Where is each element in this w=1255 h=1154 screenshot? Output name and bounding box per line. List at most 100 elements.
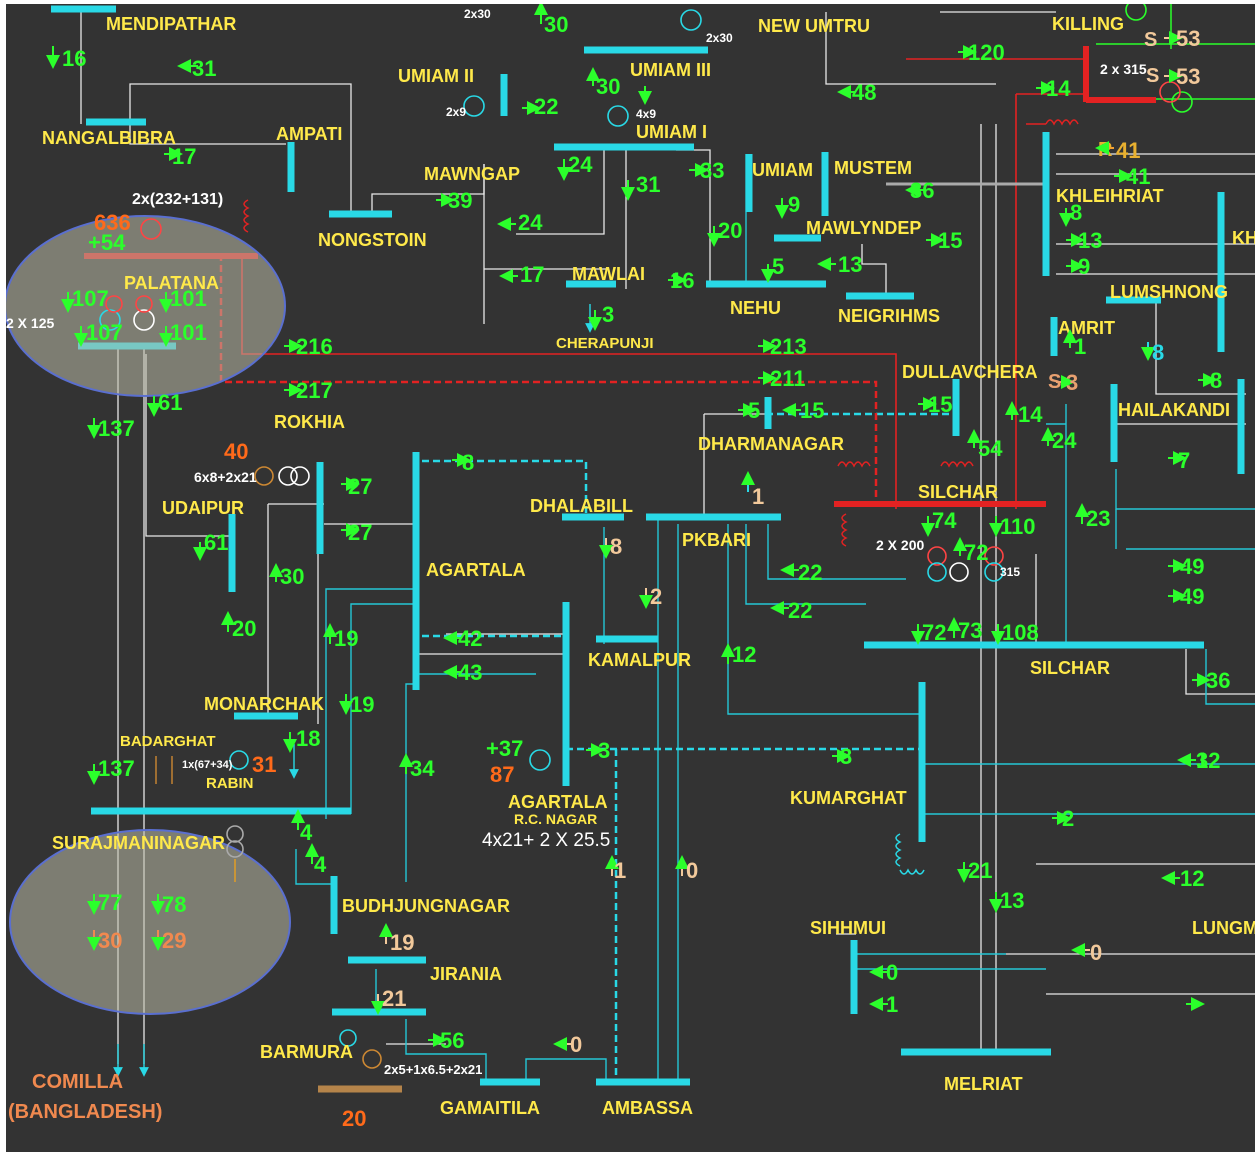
flow-arrows (46, 4, 1217, 1051)
flow-value: 17 (172, 144, 196, 169)
flow-value: 36 (1206, 668, 1230, 693)
flow-value: 34 (410, 756, 435, 781)
flow-value: 17 (520, 262, 544, 287)
flow-value: 43 (458, 660, 482, 685)
flow-value: 8 (610, 534, 622, 559)
station-kumarghat: KUMARGHAT (790, 788, 907, 808)
flow-value: 12 (1180, 866, 1204, 891)
rating-umiam-ii: 2x9 (446, 105, 466, 119)
flow-value: 21 (382, 986, 406, 1011)
flow-value: 22 (788, 598, 812, 623)
rating-killing: 2 x 315 (1100, 61, 1147, 77)
flow-value: 41 (1116, 138, 1140, 163)
flow-value: 27 (348, 520, 372, 545)
station-rabin: RABIN (206, 775, 254, 792)
flow-value: 30 (98, 928, 122, 953)
flow-value: 18 (296, 726, 320, 751)
rating-silchar-315: 315 (1000, 565, 1020, 579)
flow-value: 20 (232, 616, 256, 641)
flow-value: 42 (458, 626, 482, 651)
flow-value: 2 (1062, 806, 1074, 831)
flow-value: 15 (938, 228, 962, 253)
station-umiam-iii: UMIAM III (630, 60, 711, 80)
bangladesh-label: (BANGLADESH) (8, 1101, 162, 1123)
station-agartala-rc: AGARTALA (508, 792, 608, 812)
flow-value: 13 (1000, 888, 1024, 913)
flow-value: 21 (968, 858, 992, 883)
flow-value: 19 (350, 692, 374, 717)
gen-rabin: 31 (252, 752, 276, 777)
flow-value: 3 (598, 738, 610, 763)
generator-symbols (99, 4, 1193, 1069)
station-umiam: UMIAM (752, 160, 813, 180)
station-mustem: MUSTEM (834, 158, 912, 178)
rating-umiam-i: 4x9 (636, 107, 656, 121)
flow-value: 73 (958, 618, 982, 643)
station-silchar-400: SILCHAR (918, 482, 998, 502)
station-khleihriat: KHLEIHRIAT (1056, 186, 1164, 206)
flow-value: 211 (770, 366, 806, 391)
gen-agartala-rc: 87 (490, 762, 514, 787)
flow-value: 1 (614, 858, 626, 883)
gen-rokhia: 40 (224, 439, 248, 464)
station-udaipur: UDAIPUR (162, 498, 244, 518)
station-pkbari: PKBARI (682, 530, 751, 550)
flow-value: 5 (748, 398, 760, 423)
flow-value: 0 (1090, 940, 1102, 965)
flow-value: 107 (86, 320, 123, 345)
dashed-lines (219, 254, 956, 1084)
flow-value: 24 (1052, 428, 1077, 453)
flow-value: 23 (1086, 506, 1110, 531)
flow-value: 0 (570, 1032, 582, 1057)
station-rokhia: ROKHIA (274, 412, 345, 432)
flow-value: 36 (910, 178, 934, 203)
station-dharmanagar: DHARMANAGAR (698, 434, 844, 454)
station-new-umtru: NEW UMTRU (758, 16, 870, 36)
status-s-killing-1: S (1144, 29, 1157, 51)
flow-value: 27 (348, 474, 372, 499)
station-umiam-i: UMIAM I (636, 122, 707, 142)
station-amrit: AMRIT (1058, 318, 1115, 338)
station-dhalabill: DHALABILL (530, 496, 633, 516)
flow-value: 48 (852, 80, 876, 105)
flow-value: 33 (700, 158, 724, 183)
station-nangalbibra: NANGALBIBRA (42, 128, 176, 148)
flow-value: 20 (718, 218, 742, 243)
flow-value: 24 (518, 210, 543, 235)
station-rc-nagar: R.C. NAGAR (514, 811, 597, 827)
flow-value: 213 (770, 334, 807, 359)
flow-value: 8 (1210, 368, 1222, 393)
comilla-label: COMILLA (32, 1071, 123, 1093)
flow-value: 8 (1152, 340, 1164, 365)
status-s-killing-2: S (1146, 65, 1159, 87)
flow-value: 12 (1196, 748, 1220, 773)
flow-value: 9 (1078, 254, 1090, 279)
flow-value: 56 (440, 1028, 464, 1053)
station-barmura: BARMURA (260, 1042, 353, 1062)
flow-value: 1 (752, 484, 764, 509)
flow-value: 217 (296, 378, 333, 403)
flow-value: 53 (1176, 64, 1200, 89)
flow-value: 16 (670, 268, 694, 293)
flow-value: 39 (448, 188, 472, 213)
rating-umiam-iii-right: 2x30 (706, 31, 733, 45)
flow-value: 14 (1046, 76, 1071, 101)
station-monarchak: MONARCHAK (204, 694, 324, 714)
flow-value: 61 (204, 530, 228, 555)
reactor-symbols (243, 119, 1079, 875)
bus-bars (51, 5, 1245, 1086)
station-surajmaninagar: SURAJMANINAGAR (52, 833, 225, 853)
flow-value: 74 (932, 508, 957, 533)
flow-value: +54 (88, 230, 126, 255)
flow-value: 16 (62, 46, 86, 71)
flow-value: +37 (486, 736, 523, 761)
flow-value: 3 (1066, 370, 1078, 395)
flow-value: 24 (568, 152, 593, 177)
flow-value: 5 (772, 254, 784, 279)
flow-value: 22 (798, 560, 822, 585)
flow-value: 3 (602, 302, 614, 327)
flow-value: 49 (1180, 554, 1204, 579)
ner-grid-diagram: MENDIPATHAR NANGALBIBRA AMPATI NONGSTOIN… (6, 4, 1255, 1152)
station-umiam-ii: UMIAM II (398, 66, 474, 86)
